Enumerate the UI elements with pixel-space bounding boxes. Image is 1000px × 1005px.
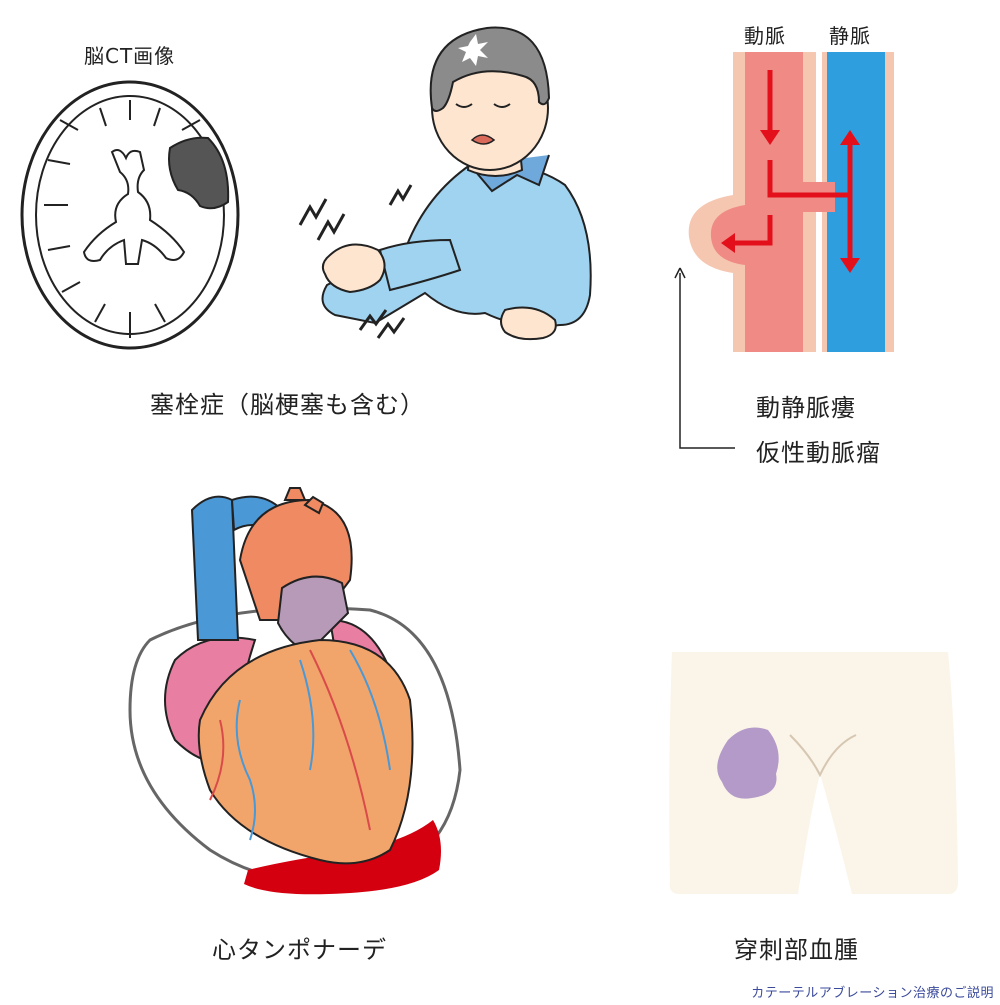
vein-label: 静脈 <box>829 24 871 48</box>
ventricles <box>197 638 414 865</box>
arrow-up-icon <box>840 130 860 145</box>
arrow-down-icon <box>760 130 780 145</box>
pseudoaneurysm-label: 仮性動脈瘤 <box>756 439 881 467</box>
pulmonary-artery <box>276 575 350 655</box>
arrow-left-icon <box>721 233 735 253</box>
artery-label: 動脈 <box>744 24 786 48</box>
brain-ct-caption: 脳CT画像 <box>84 44 176 68</box>
tamponade-label: 心タンポナーデ <box>212 936 387 964</box>
hematoma-label: 穿刺部血腫 <box>734 936 859 964</box>
ventricles <box>82 149 186 265</box>
artery <box>745 52 803 352</box>
patient-right-hand <box>500 306 557 341</box>
pain-sparkle-icon <box>458 34 488 66</box>
puncture-hematoma <box>717 727 779 799</box>
footer-caption: カテーテルアブレーション治療のご説明 <box>751 986 994 1001</box>
patient-left-hand <box>321 243 386 294</box>
vena-cava <box>190 495 240 641</box>
fistula-label: 動静脈瘻 <box>756 394 856 422</box>
flow-arrows <box>732 70 853 265</box>
infarct-region <box>168 136 230 210</box>
arrow-down-icon <box>840 258 860 273</box>
tremor-marks-icon <box>298 184 413 339</box>
pseudoaneurysm-pointer <box>679 273 735 449</box>
embolism-label: 塞栓症（脳梗塞も含む） <box>150 391 425 419</box>
coronary-vessels <box>209 649 391 841</box>
lower-torso <box>669 652 958 894</box>
vein <box>827 52 885 352</box>
